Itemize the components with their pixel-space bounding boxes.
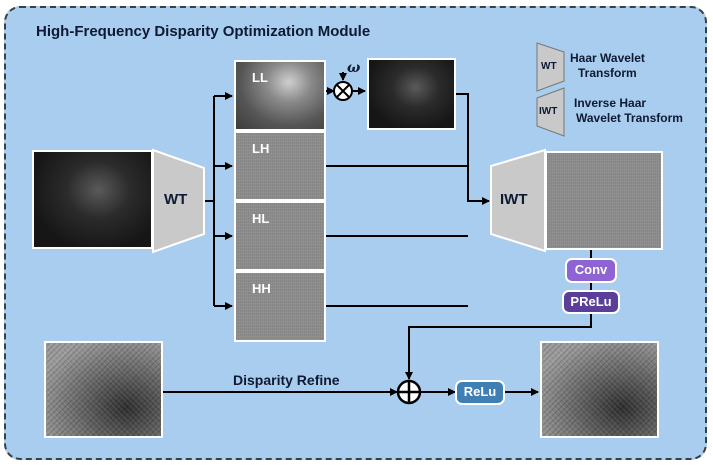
legend-wt-text-2: Transform <box>578 66 637 80</box>
relu-block: ReLu <box>455 380 505 405</box>
wt-block <box>152 148 205 254</box>
band-label-hl: HL <box>252 211 270 226</box>
weighted-ll-image <box>367 58 456 130</box>
legend-wt-icon <box>536 42 565 92</box>
add-icon <box>396 379 422 405</box>
band-image-hl: HL <box>234 201 326 271</box>
legend-wt-symbol: WT <box>541 61 557 72</box>
band-image-lh: LH <box>234 131 326 201</box>
iwt-label: IWT <box>500 191 528 208</box>
disparity-refine-label: Disparity Refine <box>233 372 340 388</box>
band-image-ll: LL <box>234 60 326 131</box>
band-image-hh: HH <box>234 271 326 342</box>
weight-omega: ω <box>347 60 361 76</box>
legend-iwt-symbol: IWT <box>539 106 558 117</box>
band-label-hh: HH <box>252 281 271 296</box>
iwt-block <box>490 148 546 253</box>
reconstructed-image <box>545 151 663 250</box>
prelu-block: PReLu <box>562 290 620 314</box>
legend-iwt-icon <box>536 87 565 137</box>
conv-block: Conv <box>565 258 617 283</box>
input-disparity-image <box>32 150 153 249</box>
legend-iwt-text-2: Wavelet Transform <box>576 111 683 125</box>
legend-wt-text-1: Haar Wavelet <box>570 51 645 65</box>
band-label-ll: LL <box>252 70 268 85</box>
legend-iwt-text-1: Inverse Haar <box>574 96 647 110</box>
initial-disparity-image <box>44 341 163 438</box>
band-label-lh: LH <box>252 141 270 156</box>
multiply-icon <box>333 81 353 101</box>
module-title: High-Frequency Disparity Optimization Mo… <box>36 23 371 40</box>
refined-disparity-image <box>540 341 659 438</box>
wt-label: WT <box>164 191 188 208</box>
